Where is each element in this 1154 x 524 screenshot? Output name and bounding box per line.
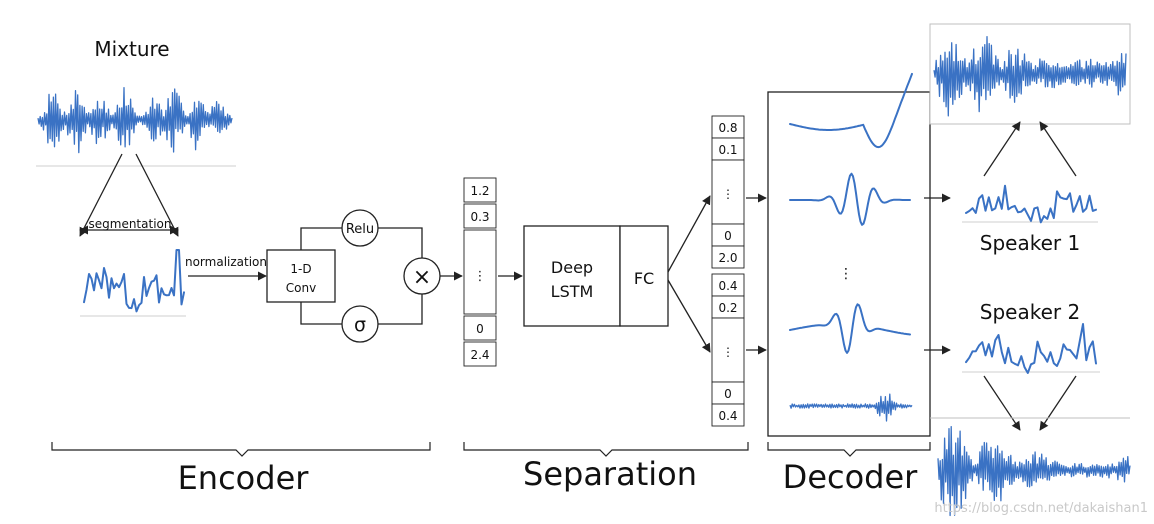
vector-cell-ellipsis: ⋮ <box>722 187 734 201</box>
segment-waveform <box>83 249 185 313</box>
vector-cell-value: 0.8 <box>718 121 737 135</box>
vector-cell-value: 0.1 <box>718 143 737 157</box>
decoder-basis-waveform <box>789 172 911 226</box>
lstm-label-line1: Deep <box>551 258 593 277</box>
multiply-symbol: × <box>413 265 431 290</box>
vector-cell-value: 0.3 <box>470 210 489 224</box>
vector-cell-ellipsis: ⋮ <box>722 345 734 359</box>
speaker1-segment-waveform <box>965 184 1097 224</box>
separation-brace <box>463 442 749 457</box>
fc-to-mask2-arrow <box>667 279 711 353</box>
vector-cell <box>711 403 745 427</box>
normalization-label: normalization <box>185 255 267 269</box>
sigmoid-label: σ <box>354 314 366 336</box>
vector-cell-ellipsis: ⋮ <box>474 269 487 284</box>
vector-cell-value: 2.4 <box>470 348 489 362</box>
vector-cell-value: 1.2 <box>470 184 489 198</box>
encoder-output-vector: 1.2 0.3 ⋮ 0 2.4 <box>463 177 497 367</box>
speaker1-output-waveform <box>933 36 1127 117</box>
vector-cell-value: 0 <box>724 229 732 243</box>
decoder-brace <box>767 442 931 457</box>
encoder-section-label: Encoder <box>178 459 310 497</box>
speaker2-segment-waveform <box>965 323 1097 374</box>
decoder-basis-waveform <box>789 393 913 422</box>
vector-cell-value: 0 <box>476 322 484 336</box>
vector-cell <box>711 245 745 269</box>
vector-cell-value: 0.4 <box>718 279 737 293</box>
conv-label-line1: 1-D <box>290 262 311 276</box>
relu-to-multiply-line <box>378 227 423 258</box>
vector-cell-value: 0 <box>724 387 732 401</box>
mask-vector-speaker-2: 0.4 0.2 ⋮ 0 0.4 <box>711 273 745 427</box>
decoder-basis-waveform <box>789 303 911 354</box>
vector-cell-value: 0.2 <box>718 301 737 315</box>
decoder-basis-waveform <box>789 72 913 149</box>
speaker2-output-waveform <box>937 425 1131 517</box>
decoder-ellipsis: ⋮ <box>839 266 853 282</box>
conv-to-sigma-line <box>300 302 342 325</box>
lstm-block <box>523 225 621 327</box>
fc-label: FC <box>634 269 654 288</box>
separation-section-label: Separation <box>523 455 697 493</box>
vector-cell <box>463 341 497 367</box>
speaker2-label: Speaker 2 <box>980 300 1080 324</box>
relu-label: Relu <box>346 222 374 237</box>
speaker1-overlap-arrow <box>1039 121 1077 177</box>
segmentation-right-line <box>135 153 179 237</box>
speaker1-overlap-arrow <box>983 121 1021 177</box>
conv-to-relu-line <box>300 227 342 250</box>
speaker2-overlap-arrow <box>1039 375 1077 431</box>
vector-cell <box>711 317 745 383</box>
segmentation-label: segmentation <box>89 217 172 231</box>
fc-to-mask1-arrow <box>667 195 711 273</box>
vector-cell <box>711 159 745 225</box>
conv-label-line2: Conv <box>286 281 316 295</box>
lstm-label-line2: LSTM <box>551 282 594 301</box>
watermark: https://blog.csdn.net/dakaishan1 <box>934 501 1148 516</box>
mixture-label: Mixture <box>94 37 169 61</box>
sigmoid-to-multiply-line <box>378 294 423 325</box>
vector-cell <box>463 177 497 203</box>
speaker2-overlap-arrow <box>983 375 1021 431</box>
segmentation-left-line <box>79 153 123 237</box>
vector-cell-value: 0.4 <box>718 409 737 423</box>
speaker1-label: Speaker 1 <box>980 231 1080 255</box>
vector-cell <box>463 229 497 315</box>
mask-vector-speaker-1: 0.8 0.1 ⋮ 0 2.0 <box>711 115 745 269</box>
encoder-brace <box>51 442 431 457</box>
vector-cell-value: 2.0 <box>718 251 737 265</box>
decoder-block <box>767 91 931 437</box>
vector-cell <box>463 315 497 341</box>
fc-block <box>619 225 669 327</box>
vector-cell <box>463 203 497 229</box>
mixture-waveform <box>37 87 233 154</box>
decoder-section-label: Decoder <box>783 458 919 496</box>
